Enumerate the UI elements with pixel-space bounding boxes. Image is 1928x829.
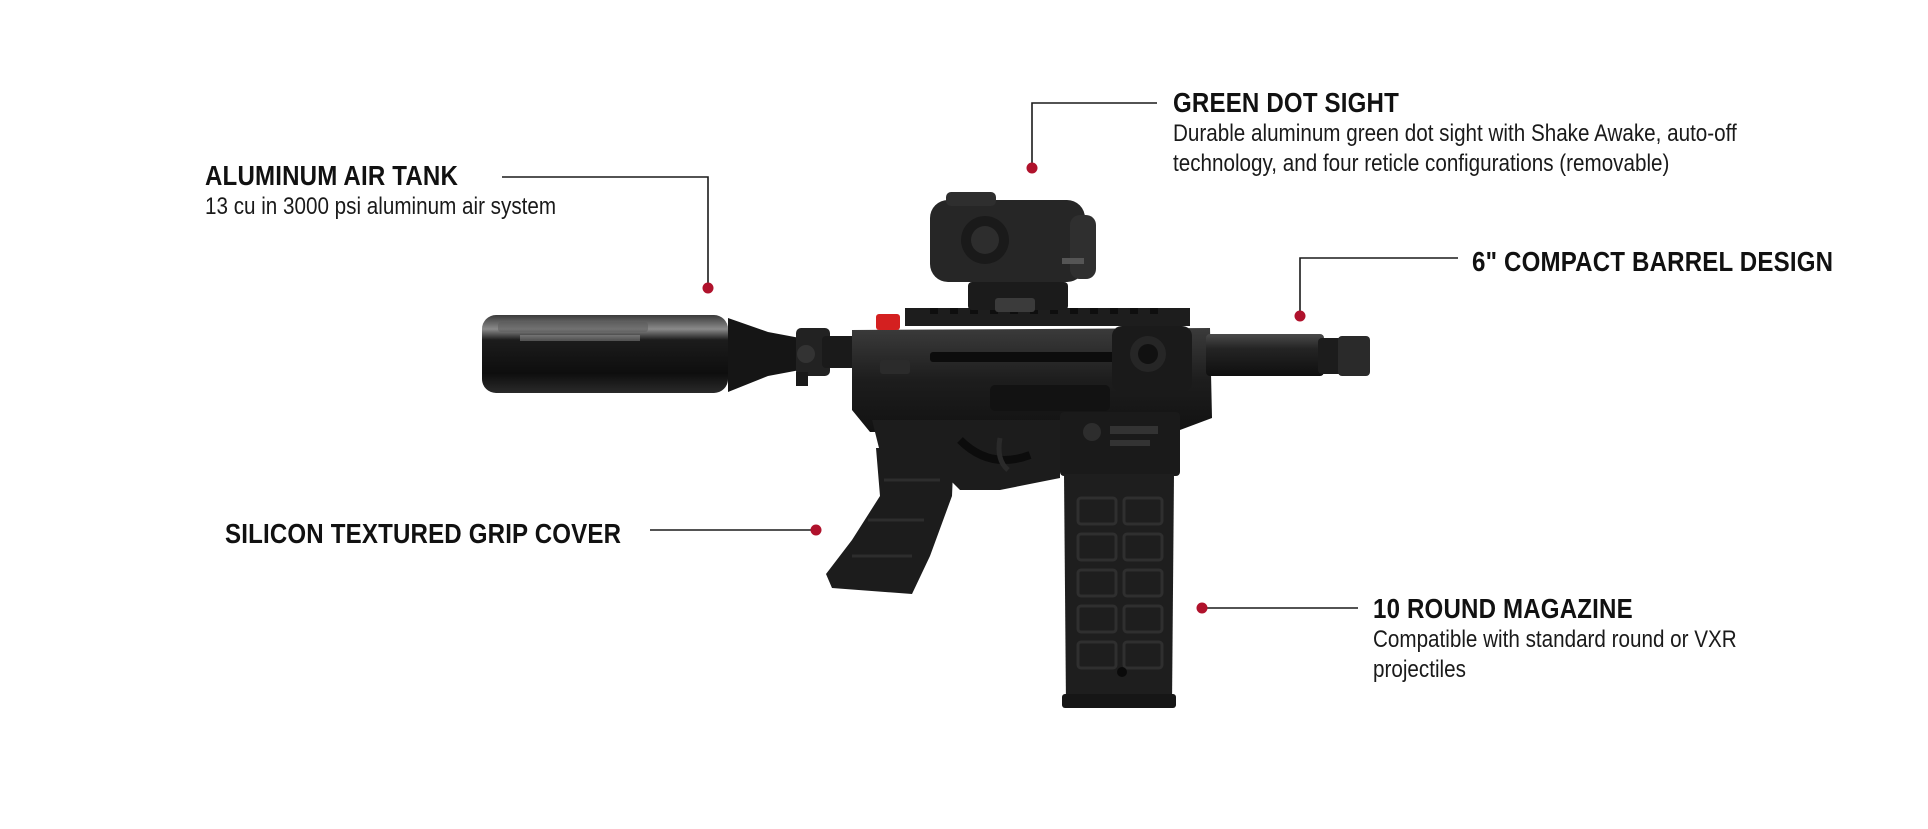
leader-line-dot-sight [1031, 102, 1157, 168]
grip-graphic [826, 448, 954, 594]
callout-description-line-1: Durable aluminum green dot sight with Sh… [1173, 120, 1737, 147]
callout-magazine: 10 ROUND MAGAZINE Compatible with standa… [1373, 593, 1796, 685]
marker-dot-dot-sight [1026, 162, 1038, 174]
magazine-graphic [1062, 474, 1176, 708]
callout-grip: SILICON TEXTURED GRIP COVER [225, 518, 686, 550]
callout-description-line-1: Compatible with standard round or VXR [1373, 626, 1737, 653]
callout-description: 13 cu in 3000 psi aluminum air system [205, 193, 557, 220]
bolt-handle-red [876, 314, 900, 330]
callout-description-line-2: projectiles [1373, 656, 1466, 683]
callout-title: GREEN DOT SIGHT [1173, 87, 1400, 118]
leader-line-air-tank [502, 176, 709, 288]
callout-title: 10 ROUND MAGAZINE [1373, 593, 1633, 624]
leader-line-barrel [1299, 257, 1458, 316]
callout-air-tank: ALUMINUM AIR TANK 13 cu in 3000 psi alum… [205, 160, 613, 222]
callout-barrel: 6" COMPACT BARREL DESIGN [1472, 246, 1892, 278]
barrel-graphic [1206, 334, 1370, 376]
marker-dot-barrel [1294, 310, 1306, 322]
callout-title: SILICON TEXTURED GRIP COVER [225, 518, 622, 549]
marker-pistol-image [482, 192, 1370, 708]
callout-title: 6" COMPACT BARREL DESIGN [1472, 246, 1834, 277]
callout-description-line-2: technology, and four reticle configurati… [1173, 150, 1670, 177]
callout-dot-sight: GREEN DOT SIGHT Durable aluminum green d… [1173, 87, 1829, 179]
air-tank-graphic [482, 315, 858, 393]
callout-title: ALUMINUM AIR TANK [205, 160, 459, 191]
upper-receiver-graphic [852, 308, 1212, 432]
dot-sight-graphic [930, 192, 1096, 312]
marker-dot-magazine [1196, 602, 1208, 614]
lower-receiver-graphic [872, 412, 1180, 490]
marker-dot-air-tank [702, 282, 714, 294]
marker-dot-grip [810, 524, 822, 536]
